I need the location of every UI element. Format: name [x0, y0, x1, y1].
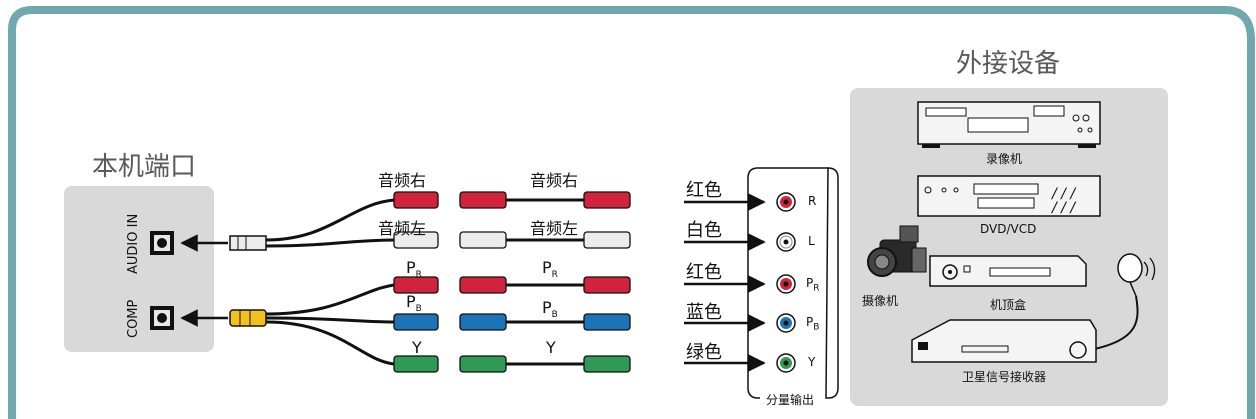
- color-label-red: 红色: [686, 180, 722, 201]
- local-ports-title: 本机端口: [92, 152, 197, 182]
- jack-label-l: L: [808, 234, 815, 248]
- vcr-device: [917, 101, 1101, 148]
- jack-label-y: Y: [808, 355, 816, 369]
- outer-frame: [8, 6, 1255, 419]
- comp-jack: [150, 306, 174, 330]
- audio-in-label: AUDIO IN: [126, 213, 141, 274]
- svg-text:/ / /: / / /: [1050, 200, 1076, 216]
- color-label-green: 绿色: [686, 342, 722, 363]
- audio-right-label-left: 音频右: [378, 171, 427, 190]
- local-port-panel: [64, 186, 214, 352]
- audio-left-label-left: 音频左: [378, 219, 427, 238]
- camcorder-device: [867, 225, 927, 277]
- jack-arrows: [684, 193, 766, 372]
- output-panel-label: 分量输出: [764, 391, 817, 408]
- vcr-label: 录像机: [986, 152, 1023, 166]
- audio-in-jack: [150, 231, 174, 255]
- audio-left-label-mid: 音频左: [530, 219, 579, 238]
- camcorder-label: 摄像机: [862, 294, 899, 308]
- output-jacks: [776, 192, 796, 373]
- dvd-device: / / / / / /: [917, 175, 1101, 217]
- pb-label-left: PB: [406, 292, 422, 315]
- y-label-mid: Y: [546, 338, 556, 357]
- comp-label: COMP: [126, 299, 141, 338]
- jack-label-pb: PB: [806, 315, 820, 333]
- svg-text:/ / /: / / /: [1050, 186, 1076, 202]
- satellite-receiver-label: 卫星信号接收器: [962, 370, 1047, 384]
- jack-label-r: R: [808, 194, 817, 208]
- pb-label-mid: PB: [542, 298, 558, 321]
- color-label-red2: 红色: [686, 262, 722, 283]
- audio-right-label-mid: 音频右: [530, 171, 579, 190]
- color-label-blue: 蓝色: [686, 302, 722, 323]
- middle-cables: [459, 191, 631, 373]
- external-devices-title: 外接设备: [956, 49, 1061, 79]
- dvd-label: DVD/VCD: [980, 222, 1037, 236]
- y-label-left: Y: [412, 338, 422, 357]
- stb-label: 机顶盒: [990, 298, 1027, 312]
- stb-device: [929, 255, 1087, 287]
- pr-label-mid: PR: [542, 258, 558, 281]
- left-plugs: [393, 191, 439, 373]
- jack-label-pr: PR: [806, 276, 820, 294]
- color-label-white: 白色: [686, 220, 722, 241]
- comp-y-plug: [229, 309, 267, 327]
- audio-y-plug: [229, 235, 267, 251]
- output-panel-bracket: [747, 167, 839, 399]
- pr-label-left: PR: [406, 258, 422, 281]
- satellite-receiver-device: [911, 319, 1097, 363]
- satellite-dish: [1089, 253, 1156, 351]
